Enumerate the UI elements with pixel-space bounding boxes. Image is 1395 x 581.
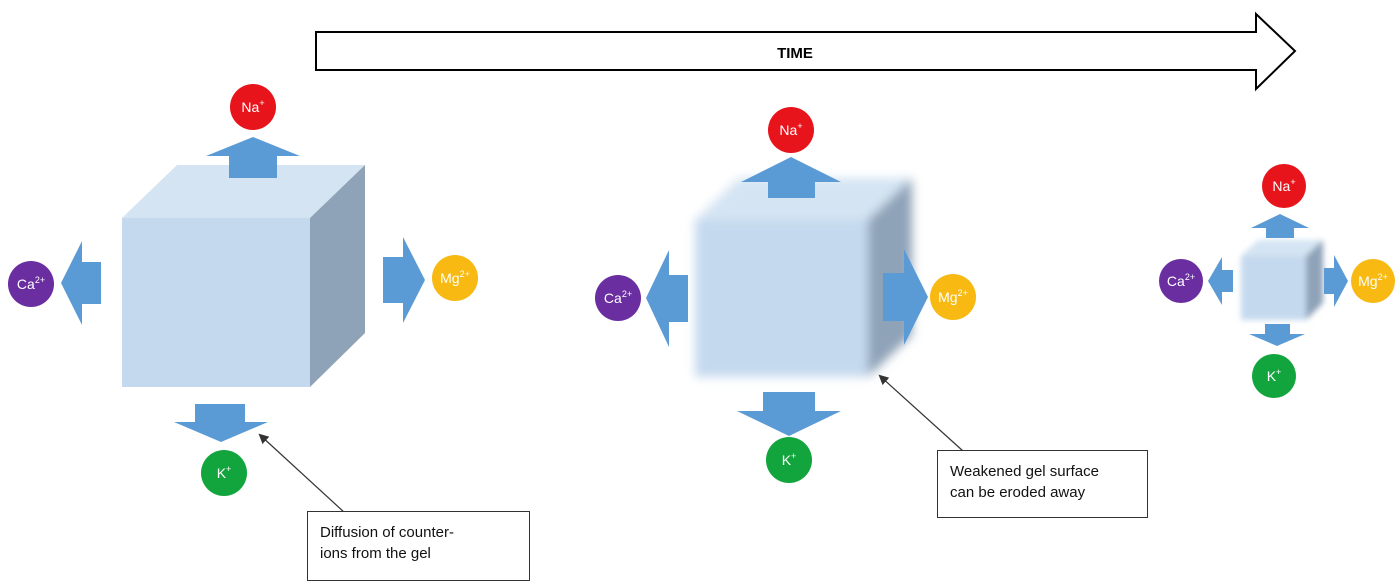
svg-text:Mg2+: Mg2+	[1358, 272, 1388, 289]
cube-top-face	[1241, 240, 1323, 256]
time-arrow: TIME	[315, 11, 1297, 92]
svg-text:Na+: Na+	[1272, 177, 1295, 194]
mg-ion-badge: Mg2+	[930, 274, 976, 320]
na-ion-badge: Na+	[230, 84, 276, 130]
svg-text:Na+: Na+	[241, 98, 264, 115]
up-arrow	[1251, 214, 1309, 238]
na-ion-badge: Na+	[768, 107, 814, 153]
left-arrow	[646, 250, 688, 347]
mg-ion-badge: Mg2+	[1351, 259, 1395, 303]
callout-erosion-line-1: Weakened gel surface	[950, 463, 1099, 480]
stage-3: Na+ K+ Ca2+ Mg2+	[1159, 164, 1395, 398]
right-arrow	[1324, 255, 1348, 307]
na-ion-badge: Na+	[1262, 164, 1306, 208]
callout-diffusion-line-2: ions from the gel	[320, 545, 431, 562]
callout-2-leader	[878, 374, 964, 452]
cube-side-face	[1306, 240, 1323, 320]
stage-1: Na+ K+ Ca2+ Mg2+	[8, 84, 478, 496]
svg-text:Ca2+: Ca2+	[604, 289, 632, 306]
ca-ion-badge: Ca2+	[595, 275, 641, 321]
cube-top-face	[122, 165, 365, 218]
k-ion-badge: K+	[1252, 354, 1296, 398]
callout-erosion-line-2: can be eroded away	[950, 484, 1086, 501]
stage-2: Na+ K+ Ca2+ Mg2+	[595, 107, 976, 483]
stage-1-cube	[122, 165, 365, 387]
callout-erosion: Weakened gel surface can be eroded away	[937, 450, 1148, 518]
svg-text:K+: K+	[1267, 367, 1282, 384]
callout-diffusion: Diffusion of counter- ions from the gel	[307, 511, 530, 581]
callout-1-leader	[258, 433, 346, 514]
stage-3-cube	[1241, 240, 1323, 320]
ca-ion-badge: Ca2+	[8, 261, 54, 307]
left-arrow	[61, 241, 101, 325]
svg-text:K+: K+	[217, 464, 232, 481]
svg-text:K+: K+	[782, 451, 797, 468]
time-arrow-shape	[315, 11, 1297, 92]
right-arrow	[883, 249, 928, 345]
svg-text:Mg2+: Mg2+	[440, 269, 470, 286]
cube-front-face	[1241, 256, 1306, 320]
right-arrow	[383, 237, 425, 323]
mg-ion-badge: Mg2+	[432, 255, 478, 301]
up-arrow	[206, 137, 300, 178]
svg-text:Na+: Na+	[779, 121, 802, 138]
k-ion-badge: K+	[201, 450, 247, 496]
callout-diffusion-line-1: Diffusion of counter-	[320, 524, 454, 541]
svg-text:Mg2+: Mg2+	[938, 288, 968, 305]
cube-top-face	[695, 178, 912, 220]
svg-text:Ca2+: Ca2+	[1167, 272, 1195, 289]
time-label: TIME	[777, 45, 813, 62]
cube-side-face	[310, 165, 365, 387]
left-arrow	[1208, 257, 1233, 305]
cube-front-face	[122, 218, 310, 387]
ca-ion-badge: Ca2+	[1159, 259, 1203, 303]
down-arrow	[1249, 324, 1305, 346]
stage-2-cube	[695, 178, 912, 377]
svg-text:Ca2+: Ca2+	[17, 275, 45, 292]
up-arrow	[741, 157, 841, 198]
down-arrow	[174, 404, 268, 442]
cube-front-face	[695, 220, 868, 377]
down-arrow	[737, 392, 841, 436]
k-ion-badge: K+	[766, 437, 812, 483]
